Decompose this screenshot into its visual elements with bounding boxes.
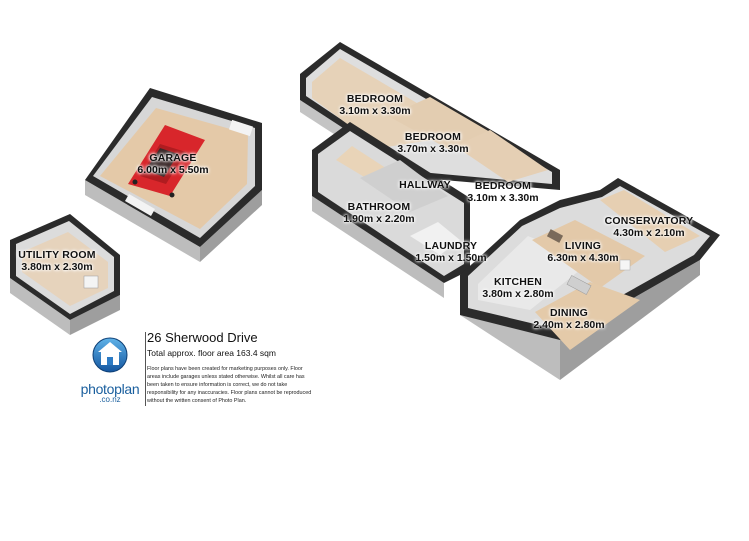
garage-block [85, 88, 262, 262]
room-dimensions: 3.10m x 3.30m [339, 105, 411, 117]
property-address: 26 Sherwood Drive [147, 330, 258, 345]
room-label-living: LIVING 6.30m x 4.30m [538, 240, 628, 264]
room-label-bedroom-2: BEDROOM 3.70m x 3.30m [388, 131, 478, 155]
room-dimensions: 3.70m x 3.30m [397, 143, 469, 155]
room-label-garage: GARAGE 6.00m x 5.50m [128, 152, 218, 176]
room-label-utility-room: UTILITY ROOM 3.80m x 2.30m [12, 249, 102, 273]
room-label-bedroom-3: BEDROOM 3.10m x 3.30m [458, 180, 548, 204]
room-dimensions: 6.00m x 5.50m [137, 164, 209, 176]
room-name: LAUNDRY [424, 240, 478, 252]
house-block [300, 42, 720, 380]
room-name: BEDROOM [404, 131, 462, 143]
room-name: BEDROOM [346, 93, 404, 105]
room-dimensions: 3.80m x 2.80m [482, 288, 554, 300]
room-name: BEDROOM [474, 180, 532, 192]
room-name: UTILITY ROOM [18, 249, 96, 261]
room-name: BATHROOM [347, 201, 411, 213]
room-dimensions: 1.50m x 1.50m [415, 252, 487, 264]
logo-domain: .co.nz [99, 395, 121, 404]
room-label-bathroom: BATHROOM 1.90m x 2.20m [334, 201, 424, 225]
room-dimensions: 6.30m x 4.30m [547, 252, 619, 264]
utility-room-block [10, 214, 120, 335]
room-label-bedroom-1: BEDROOM 3.10m x 3.30m [330, 93, 420, 117]
room-label-kitchen: KITCHEN 3.80m x 2.80m [473, 276, 563, 300]
room-name: CONSERVATORY [604, 215, 694, 227]
room-dimensions: 2.40m x 2.80m [533, 319, 605, 331]
property-info: 26 Sherwood Drive Total approx. floor ar… [147, 330, 347, 405]
room-dimensions: 3.10m x 3.30m [467, 192, 539, 204]
room-label-dining: DINING 2.40m x 2.80m [524, 307, 614, 331]
room-dimensions: 1.90m x 2.20m [343, 213, 415, 225]
room-dimensions: 3.80m x 2.30m [21, 261, 93, 273]
disclaimer: Floor plans have been created for market… [147, 366, 312, 404]
room-label-laundry: LAUNDRY 1.50m x 1.50m [406, 240, 496, 264]
room-name: LIVING [564, 240, 602, 252]
room-dimensions: 4.30m x 2.10m [613, 227, 685, 239]
car-icon [128, 125, 205, 198]
logo-wordmark: photoplan [80, 381, 140, 397]
info-divider [145, 332, 146, 406]
house-icon [92, 337, 128, 373]
logo: photoplan .co.nz [80, 381, 140, 404]
room-name: DINING [550, 307, 588, 319]
floor-area: Total approx. floor area 163.4 sqm [147, 348, 276, 358]
room-label-conservatory: CONSERVATORY 4.30m x 2.10m [604, 215, 694, 239]
room-name: HALLWAY [399, 179, 451, 191]
room-name: GARAGE [149, 152, 197, 164]
room-name: KITCHEN [493, 276, 543, 288]
room-label-hallway: HALLWAY [380, 179, 470, 191]
